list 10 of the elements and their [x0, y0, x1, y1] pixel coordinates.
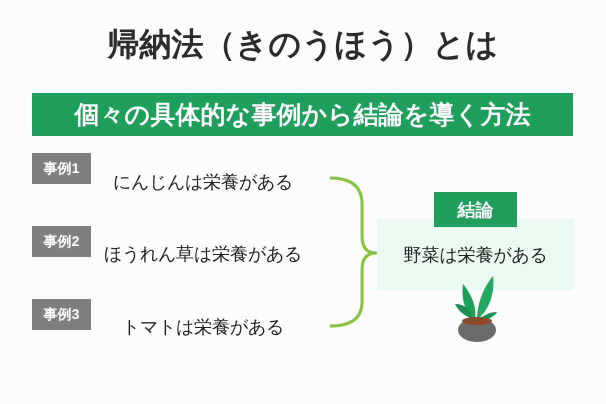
- case-tag: 事例2: [32, 226, 91, 257]
- conclusion-box: 野菜は栄養がある: [377, 219, 574, 290]
- banner: 個々の具体的な事例から結論を導く方法: [32, 93, 573, 136]
- case-tag: 事例1: [32, 153, 91, 184]
- statement: にんじんは栄養がある: [113, 171, 293, 194]
- case-tag: 事例3: [32, 299, 91, 330]
- conclusion-tag: 結論: [434, 192, 517, 227]
- statement: ほうれん草は栄養がある: [104, 243, 302, 266]
- title: 帰納法（きのうほう）とは: [108, 25, 498, 64]
- statement: トマトは栄養がある: [122, 316, 284, 339]
